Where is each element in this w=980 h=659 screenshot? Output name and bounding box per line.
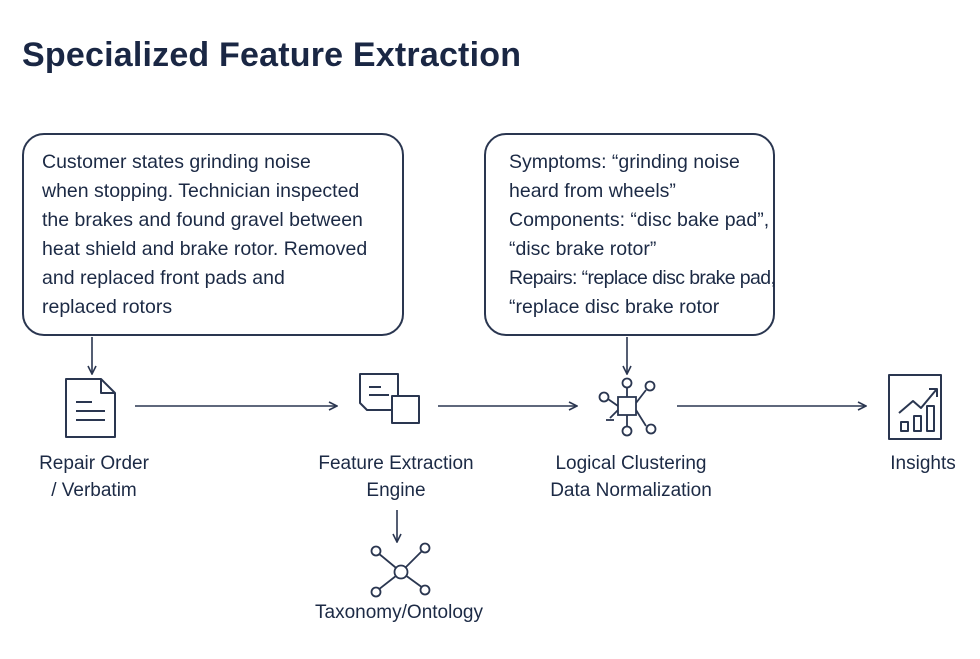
clustering-label-line2: Data Normalization [550,480,712,501]
features-line: heard from wheels” [509,180,676,202]
verbatim-line: Customer states grinding noise [42,151,311,173]
features-line: Symptoms: “grinding noise [509,151,740,173]
features-line: “disc brake rotor” [509,238,657,260]
document-icon [65,378,116,438]
copy-documents-icon [359,373,420,424]
taxonomy-label: Taxonomy/Ontology [315,599,483,626]
network-graph-icon [370,542,431,598]
features-line: Repairs: “replace disc brake pad, [509,267,776,289]
verbatim-line: replaced rotors [42,296,173,318]
repair-order-label: Repair Order / Verbatim [39,450,149,504]
feature-engine-label-line2: Engine [366,480,426,501]
network-cluster-icon [598,377,657,437]
insights-label: Insights [890,450,955,477]
verbatim-line: when stopping. Technician inspected [42,180,360,202]
feature-engine-label: Feature Extraction Engine [318,450,473,504]
verbatim-line: and replaced front pads and [42,267,285,289]
insights-label-line1: Insights [890,453,956,474]
bar-chart-trend-icon [888,374,942,440]
feature-engine-label-line1: Feature Extraction [318,453,474,474]
features-note-box [484,133,775,336]
features-line: Components: “disc bake pad”, [509,209,770,231]
verbatim-line: the brakes and found gravel between [42,209,363,231]
verbatim-line: heat shield and brake rotor. Removed [42,238,368,260]
verbatim-note-box [22,133,404,336]
clustering-label-line1: Logical Clustering [555,453,707,474]
clustering-label: Logical Clustering Data Normalization [550,450,712,504]
repair-order-label-line1: Repair Order [39,453,149,474]
taxonomy-label-line1: Taxonomy/Ontology [315,602,483,623]
repair-order-label-line2: / Verbatim [51,480,137,501]
page-title: Specialized Feature Extraction [22,36,522,74]
features-line: “replace disc brake rotor [509,296,720,318]
